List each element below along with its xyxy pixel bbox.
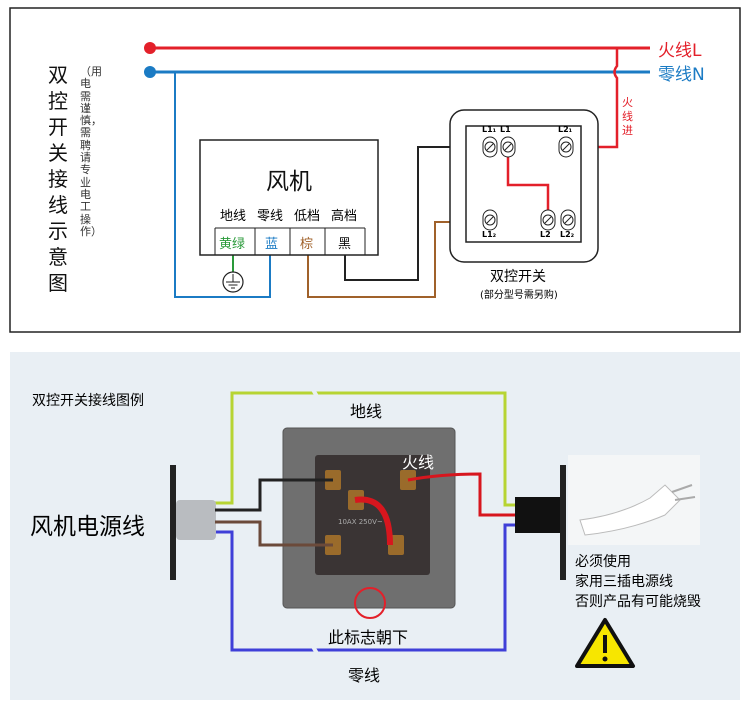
live-label-photo: 火线 <box>402 453 435 472</box>
switch-bridge-wire <box>506 147 550 220</box>
brown-wire-photo <box>215 520 333 547</box>
switch-terminal-label: L2₁ <box>558 125 573 134</box>
legend-title: 双控开关接线图例 <box>32 393 144 409</box>
fan-header-high: 高档 <box>331 209 358 224</box>
orientation-mark-circle <box>354 587 386 619</box>
ground-icon <box>222 271 244 293</box>
switch-terminal-screw <box>500 136 516 158</box>
fan-cable <box>176 500 216 540</box>
switch-terminal-label: L1 <box>500 125 511 134</box>
orientation-label: 此标志朝下 <box>328 628 409 647</box>
neutral-terminal-dot <box>144 66 156 78</box>
switch-terminal-screw <box>482 136 498 158</box>
safety-note: （用电需谨慎，需聘请专业电工操作） <box>80 65 102 238</box>
neutral-label: 零线N <box>658 65 705 85</box>
live-wire-photo <box>407 472 520 517</box>
fan-header-neutral: 零线 <box>257 209 284 224</box>
live-in-wire <box>570 48 619 149</box>
switch-terminal-label: L2 <box>540 230 551 239</box>
live-terminal-dot <box>144 42 156 54</box>
fan-header-earth: 地线 <box>220 209 247 224</box>
diagram-title: 双控开关接线示意图 <box>48 63 68 295</box>
live-in-label: 火线进 <box>622 96 633 137</box>
live-label: 火线L <box>658 41 702 61</box>
switch-terminal-screw <box>540 209 556 231</box>
fan-terminal-brown: 棕 <box>300 237 314 252</box>
fan-terminal-black: 黑 <box>338 237 352 252</box>
bridge-wire-photo <box>354 496 393 546</box>
switch-terminal-label: L1₂ <box>482 230 497 239</box>
switch-terminal-screw <box>560 209 576 231</box>
switch-terminal-screw <box>558 136 574 158</box>
warning-line-2: 家用三插电源线 <box>575 574 673 590</box>
switch-rating: 10AX 250V~ <box>338 518 383 526</box>
fan-terminal-blue: 蓝 <box>265 237 279 252</box>
fan-cable-label: 风机电源线 <box>30 514 145 540</box>
switch-terminal-screw <box>482 209 498 231</box>
fan-header-low: 低档 <box>294 209 321 224</box>
neutral-wire-photo <box>215 523 520 652</box>
fan-title: 风机 <box>266 169 312 195</box>
neutral-label-photo: 零线 <box>348 666 381 685</box>
earth-wire-photo <box>215 391 520 507</box>
plug-cable <box>515 497 560 533</box>
warning-line-3: 否则产品有可能烧毁 <box>575 594 701 610</box>
warning-icon <box>575 618 635 668</box>
earth-label: 地线 <box>350 402 383 421</box>
fan-box <box>199 139 379 256</box>
switch-title: 双控开关 <box>490 269 546 285</box>
wall-bar-right <box>560 465 566 580</box>
black-wire <box>344 146 490 281</box>
switch-terminal-label: L2₂ <box>560 230 575 239</box>
wall-bar-left <box>170 465 176 580</box>
fan-terminal-yellow-green: 黄绿 <box>219 237 246 252</box>
black-wire-photo <box>215 478 333 512</box>
switch-terminal-label: L1₁ <box>482 125 497 134</box>
neutral-wire <box>174 72 271 298</box>
switch-subtitle: (部分型号需另购) <box>480 290 558 301</box>
warning-line-1: 必须使用 <box>575 554 631 570</box>
